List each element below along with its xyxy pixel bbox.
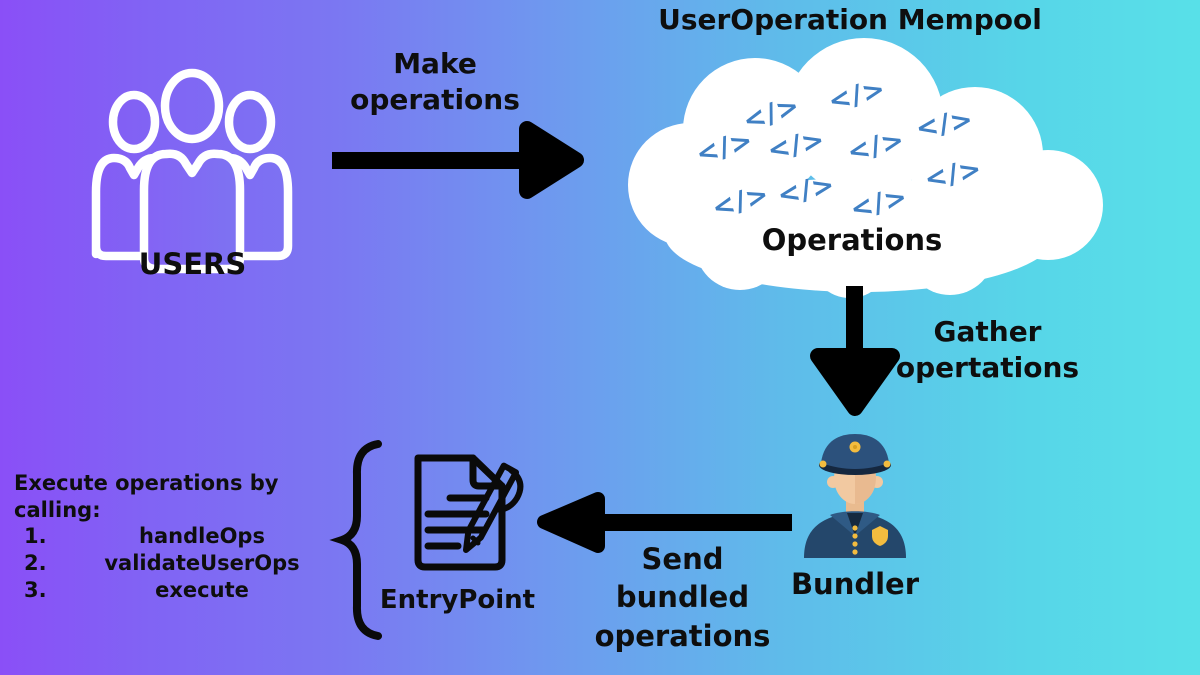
cloud-operations-label: Operations xyxy=(761,223,943,257)
arrow-left-icon xyxy=(537,492,792,553)
arrow-right-icon xyxy=(332,121,584,199)
gather-operations-label: Gather opertations xyxy=(885,314,1090,387)
gather-line2: opertations xyxy=(895,351,1080,385)
send-line2: bundled xyxy=(615,580,750,615)
document-pen-icon xyxy=(414,454,524,571)
list-item-name: execute xyxy=(155,577,249,602)
make-operations-line1: Make xyxy=(393,47,477,80)
mempool-title: UserOperation Mempool xyxy=(658,3,1042,36)
list-item-name: validateUserOps xyxy=(104,550,300,575)
gather-line1: Gather xyxy=(933,315,1042,348)
make-operations-line2: operations xyxy=(350,83,520,117)
send-line3: operations xyxy=(594,618,771,653)
users-label: USERS xyxy=(138,247,247,281)
send-bundled-label: Send bundled operations xyxy=(575,540,790,655)
entrypoint-label: EntryPoint xyxy=(379,585,536,615)
execute-list: Execute operations by calling: 1. handle… xyxy=(14,470,322,603)
send-line1: Send xyxy=(641,542,724,576)
users-icon xyxy=(91,68,293,274)
mempool-cloud: </> </> </> </> </> </> </> </> </> </> … xyxy=(628,38,1108,298)
make-operations-label: Make operations xyxy=(335,46,535,119)
list-item-number: 2. xyxy=(24,550,47,575)
bundler-label: Bundler xyxy=(790,567,920,601)
list-item-number: 1. xyxy=(24,524,47,549)
curly-brace xyxy=(329,440,382,640)
execute-list-title: Execute operations by calling: xyxy=(14,471,279,522)
execute-list-item: 2. validateUserOps xyxy=(14,550,322,577)
list-item-name: handleOps xyxy=(139,524,265,549)
arrow-down-icon xyxy=(810,286,900,416)
execute-list-item: 3. execute xyxy=(14,577,322,604)
execute-list-item: 1. handleOps xyxy=(14,523,322,550)
police-bundler-icon xyxy=(804,434,906,558)
list-item-number: 3. xyxy=(24,577,47,602)
